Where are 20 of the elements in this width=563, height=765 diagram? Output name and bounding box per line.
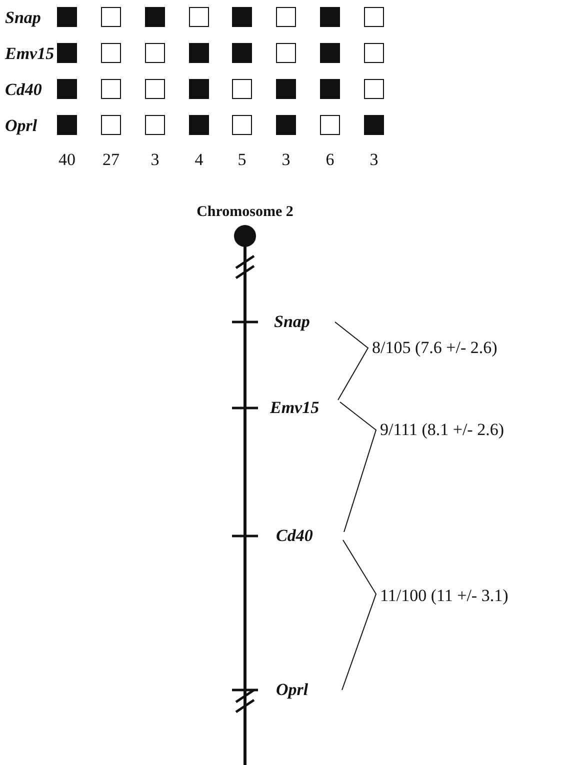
chromosome-title: Chromosome 2 — [196, 203, 294, 222]
count-label: 3 — [370, 150, 378, 170]
interval-label: 11/100 (11 +/- 3.1) — [380, 586, 508, 606]
gene-name: Emv15 — [5, 44, 54, 64]
count-label: 4 — [194, 150, 204, 170]
count-label: 27 — [102, 150, 120, 170]
interval-label: 8/105 (7.6 +/- 2.6) — [372, 338, 498, 358]
gene-name: Oprl — [276, 680, 308, 700]
count-label: 5 — [238, 150, 246, 170]
count-label: 6 — [326, 150, 334, 170]
count-label: 3 — [282, 150, 290, 170]
gene-name: Snap — [274, 312, 310, 332]
count-label: 40 — [58, 150, 76, 170]
gene-name: Cd40 — [276, 526, 313, 546]
gene-name: Snap — [5, 8, 41, 28]
gene-name: Cd40 — [5, 80, 42, 100]
gene-name: Oprl — [5, 116, 38, 136]
count-label: 3 — [150, 150, 160, 170]
interval-label: 9/111 (8.1 +/- 2.6) — [380, 420, 504, 440]
gene-name: Emv15 — [270, 398, 320, 418]
